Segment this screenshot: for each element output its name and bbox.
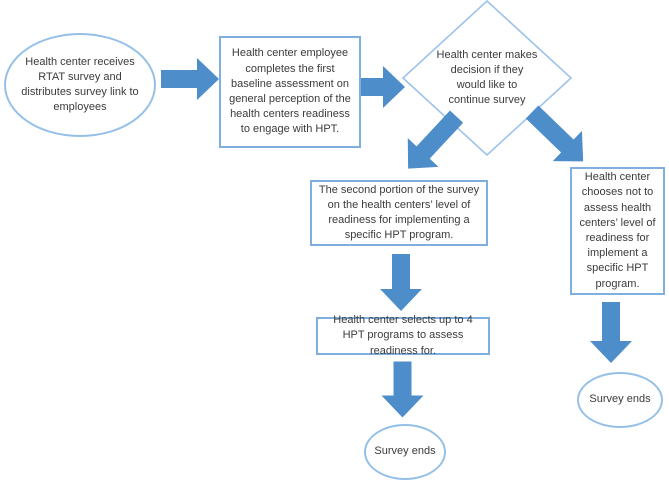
node-baseline-rect: Health center employee completes the fir… [219,36,361,148]
node-second-portion-label: The second portion of the survey on the … [318,183,480,242]
arrow-decision-to-choose-not-icon [517,96,599,178]
node-start-oval: Health center receives RTAT survey and d… [4,33,156,137]
node-baseline-label: Health center employee completes the fir… [229,47,351,136]
node-survey-ends-mid-label: Survey ends [374,445,436,458]
node-decision-label: Health center makes decision if they wou… [436,48,538,107]
node-survey-ends-mid-oval: Survey ends [364,424,446,480]
node-select-programs-rect: Health center selects up to 4 HPT progra… [316,314,490,357]
arrow-start-to-baseline-icon [161,57,220,101]
node-select-programs-label: Health center selects up to 4 HPT progra… [333,314,473,357]
node-choose-not-rect: Health center chooses not to assess heal… [570,167,665,295]
arrow-baseline-to-decision-icon [361,65,406,109]
node-survey-ends-right-oval: Survey ends [577,372,663,428]
node-choose-not-label: Health center chooses not to assess heal… [579,171,656,290]
arrow-select-to-survey-ends-icon [381,361,425,419]
node-start-label: Health center receives RTAT survey and d… [21,55,139,114]
node-survey-ends-right-label: Survey ends [589,393,651,406]
arrow-second-portion-to-select-icon [379,254,423,312]
node-second-portion-rect: The second portion of the survey on the … [310,180,488,246]
arrow-decision-to-second-portion-icon [391,102,472,185]
arrow-choose-not-to-survey-ends-icon [589,302,633,364]
